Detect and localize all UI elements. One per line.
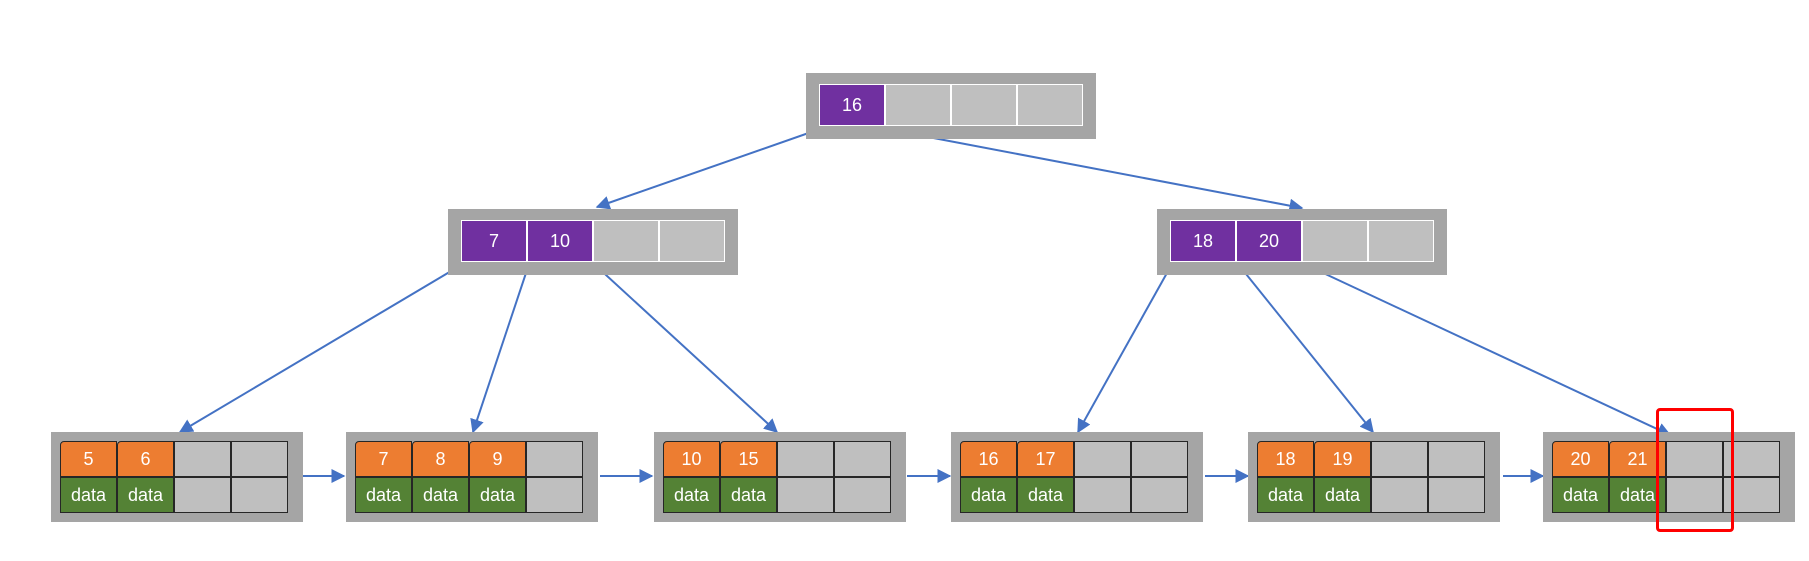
leaf-key-cell: 9 [469,441,526,477]
empty-key-slot [659,220,725,262]
leaf-data-cell: data [60,477,117,513]
empty-key-slot [1371,441,1428,477]
leaf-data-cell: data [720,477,777,513]
index-key-cell: 10 [527,220,593,262]
index-key-cell: 16 [819,84,885,126]
index-key-cell: 7 [461,220,527,262]
empty-data-slot [1074,477,1131,513]
empty-data-slot [1371,477,1428,513]
empty-data-slot [1428,477,1485,513]
edge-right-to-leaf5 [1237,263,1374,434]
empty-key-slot [1368,220,1434,262]
empty-key-slot [1017,84,1083,126]
leaf-key-cell: 6 [117,441,174,477]
leaf-key-cell: 20 [1552,441,1609,477]
leaf-data-cell: data [663,477,720,513]
empty-key-slot [593,220,659,262]
leaf-data-cell: data [1314,477,1371,513]
empty-key-slot [1074,441,1131,477]
empty-key-slot [777,441,834,477]
leaf-key-cell: 19 [1314,441,1371,477]
empty-key-slot [951,84,1017,126]
leaf-data-cell: data [355,477,412,513]
edge-root-to-right [885,128,1304,213]
empty-key-slot [526,441,583,477]
index-key-cell: 20 [1236,220,1302,262]
leaf-data-cell: data [1552,477,1609,513]
empty-data-slot [526,477,583,513]
empty-data-slot [834,477,891,513]
edge-right-to-leaf4 [1077,263,1173,434]
empty-key-slot [834,441,891,477]
leaf-data-cell: data [412,477,469,513]
empty-data-slot [174,477,231,513]
leaf-data-cell: data [469,477,526,513]
root-node: 16 [806,73,1096,139]
empty-key-slot [1666,441,1723,477]
empty-data-slot [1666,477,1723,513]
leaf-key-cell: 8 [412,441,469,477]
empty-data-slot [1131,477,1188,513]
edge-right-to-leaf6 [1303,263,1672,437]
empty-data-slot [231,477,288,513]
leaf-data-cell: data [1257,477,1314,513]
leaf-data-cell: data [960,477,1017,513]
empty-data-slot [777,477,834,513]
empty-key-slot [1428,441,1485,477]
empty-key-slot [1131,441,1188,477]
leaf-key-cell: 15 [720,441,777,477]
empty-key-slot [231,441,288,477]
leaf-key-cell: 7 [355,441,412,477]
leaf-key-cell: 5 [60,441,117,477]
empty-key-slot [885,84,951,126]
empty-key-slot [174,441,231,477]
edge-root-to-left [595,128,821,210]
leaf-key-cell: 10 [663,441,720,477]
edge-left-to-leaf1 [178,263,464,433]
leaf-data-cell: data [1017,477,1074,513]
highlighted-empty-slot [1656,408,1734,532]
leaf-key-cell: 16 [960,441,1017,477]
leaf-key-cell: 18 [1257,441,1314,477]
leaf-key-cell: 17 [1017,441,1074,477]
edge-left-to-leaf3 [593,263,779,433]
empty-key-slot [1302,220,1368,262]
edge-left-to-leaf2 [470,263,530,434]
leaf-data-cell: data [117,477,174,513]
index-key-cell: 18 [1170,220,1236,262]
